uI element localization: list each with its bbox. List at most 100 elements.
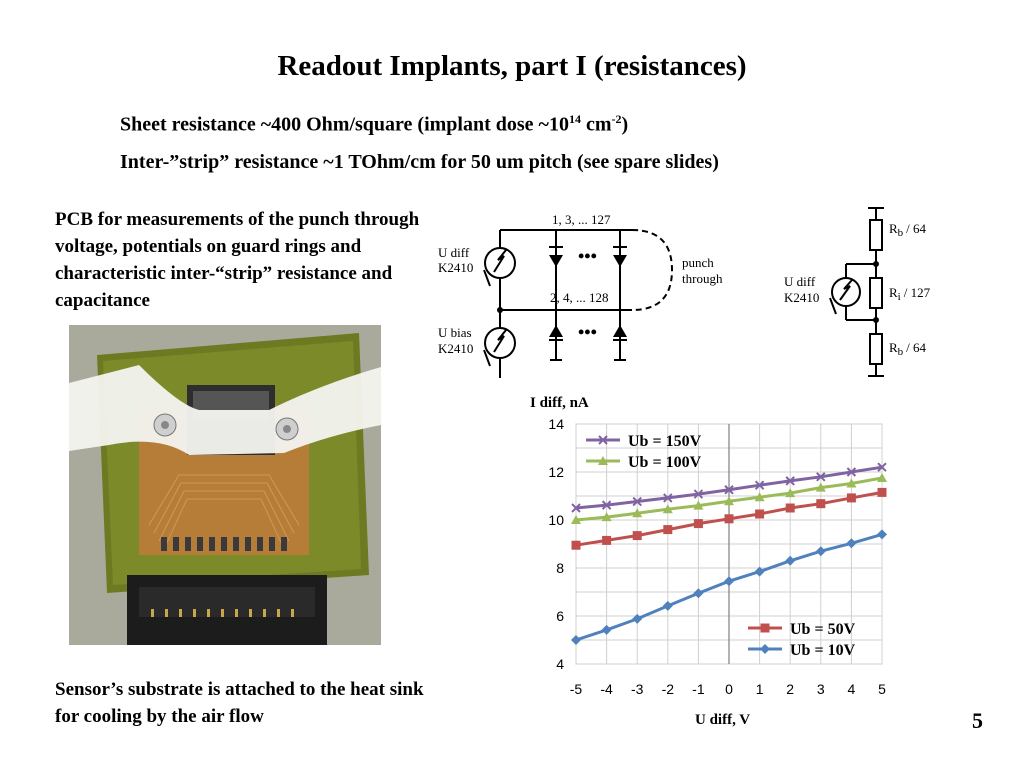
ubias-k2410-label: K2410 bbox=[438, 341, 473, 356]
x-tick-label: 0 bbox=[725, 681, 733, 697]
data-point bbox=[662, 600, 673, 611]
x-tick-label: 1 bbox=[756, 681, 764, 697]
data-point bbox=[877, 529, 887, 540]
rb-top-label: Rb/ 64 bbox=[889, 221, 927, 239]
strips-even-ellipsis: ••• bbox=[578, 322, 597, 342]
data-point bbox=[754, 492, 765, 502]
data-point bbox=[754, 566, 765, 577]
y-tick-label: 8 bbox=[556, 560, 564, 576]
data-point bbox=[632, 508, 643, 518]
x-tick-label: 2 bbox=[786, 681, 794, 697]
idiff-vs-udiff-chart: I diff, nA U diff, V 468101214-5-4-3-2-1… bbox=[530, 395, 887, 728]
page-number: 5 bbox=[972, 708, 983, 733]
legend-marker bbox=[598, 435, 608, 445]
ubias-label: U bias bbox=[438, 325, 472, 340]
x-tick-label: -3 bbox=[631, 681, 644, 697]
legend-label: Ub = 100V bbox=[628, 454, 702, 471]
ri-value: / 127 bbox=[904, 285, 931, 300]
dose-exponent: 14 bbox=[568, 112, 581, 126]
divider-k2410-label: K2410 bbox=[784, 290, 819, 305]
photo-caption: Sensor’s substrate is attached to the he… bbox=[55, 679, 424, 727]
data-point bbox=[846, 478, 857, 488]
data-point bbox=[632, 531, 642, 541]
y-tick-label: 6 bbox=[556, 608, 564, 624]
data-point bbox=[693, 489, 704, 499]
udiff-label: U diff bbox=[438, 245, 470, 260]
strips-even-label: 2, 4, ... 128 bbox=[550, 290, 609, 305]
legend-marker bbox=[760, 644, 770, 654]
data-point bbox=[663, 525, 673, 535]
rb-bottom-r: R bbox=[889, 340, 898, 355]
data-point bbox=[785, 476, 795, 486]
rb-bottom-value: / 64 bbox=[906, 340, 926, 355]
data-point bbox=[571, 540, 581, 550]
rb-bottom-sub: b bbox=[898, 346, 904, 358]
resistor-divider-circuit: U diff K2410 Rb/ 64 Ri/ 127 Rb/ 64 bbox=[784, 207, 931, 377]
slide-title: Readout Implants, part I (resistances) bbox=[277, 50, 747, 82]
rb-top-value: / 64 bbox=[906, 221, 926, 236]
data-point bbox=[693, 500, 704, 510]
udiff-k2410-label: K2410 bbox=[438, 260, 473, 275]
data-point bbox=[724, 485, 734, 495]
legend-label: Ub = 150V bbox=[628, 433, 702, 450]
rb-bottom-label: Rb/ 64 bbox=[889, 340, 927, 358]
dose-unit: cm bbox=[580, 113, 612, 136]
data-point bbox=[816, 499, 826, 509]
punch-through-circuit: 1, 3, ... 127 ••• 2, 4, ... 128 ••• U di… bbox=[438, 212, 723, 378]
chart-ylabel: I diff, nA bbox=[530, 395, 589, 411]
ri-r: R bbox=[889, 285, 898, 300]
sheet-resistance-text: Sheet resistance ~400 Ohm/square (implan… bbox=[120, 113, 569, 136]
data-point bbox=[693, 588, 704, 599]
data-point bbox=[877, 462, 887, 472]
data-point bbox=[755, 509, 765, 519]
legend-marker bbox=[598, 456, 608, 465]
data-point bbox=[877, 473, 887, 482]
close-paren: ) bbox=[621, 113, 629, 136]
data-point bbox=[754, 480, 765, 490]
strips-odd-ellipsis: ••• bbox=[578, 246, 597, 266]
data-point bbox=[724, 514, 734, 524]
data-point bbox=[724, 496, 734, 506]
x-tick-label: -1 bbox=[692, 681, 705, 697]
x-tick-label: 3 bbox=[817, 681, 825, 697]
data-point bbox=[846, 467, 857, 477]
y-tick-label: 4 bbox=[556, 656, 564, 672]
legend-marker bbox=[760, 623, 770, 633]
divider-udiff-label: U diff bbox=[784, 274, 816, 289]
x-tick-label: -2 bbox=[662, 681, 675, 697]
data-point bbox=[662, 504, 673, 514]
x-tick-label: -5 bbox=[570, 681, 583, 697]
data-point bbox=[602, 535, 612, 545]
data-point bbox=[601, 512, 612, 522]
data-point bbox=[785, 503, 795, 513]
rb-top-r: R bbox=[889, 221, 898, 236]
data-point bbox=[571, 635, 581, 645]
data-point bbox=[601, 500, 612, 510]
unit-exponent: -2 bbox=[611, 112, 622, 126]
data-point bbox=[877, 487, 887, 497]
data-point bbox=[816, 472, 826, 482]
pcb-description: PCB for measurements of the punch throug… bbox=[55, 209, 420, 311]
data-point bbox=[724, 576, 734, 587]
through-label: through bbox=[682, 271, 723, 286]
x-tick-label: -4 bbox=[600, 681, 613, 697]
chart-series bbox=[571, 462, 887, 645]
inter-strip-resistance-line: Inter-”strip” resistance ~1 TOhm/cm for … bbox=[120, 151, 719, 173]
strips-odd-label: 1, 3, ... 127 bbox=[552, 212, 611, 227]
data-point bbox=[846, 493, 856, 503]
y-tick-label: 14 bbox=[548, 416, 564, 432]
data-point bbox=[846, 538, 857, 549]
data-point bbox=[785, 488, 796, 498]
chart-xlabel: U diff, V bbox=[695, 712, 750, 728]
rb-top-sub: b bbox=[898, 227, 904, 239]
data-point bbox=[693, 519, 703, 529]
sheet-resistance-line: Sheet resistance ~400 Ohm/square (implan… bbox=[120, 112, 628, 137]
pcb-photo bbox=[69, 325, 381, 645]
y-tick-label: 10 bbox=[548, 512, 564, 528]
data-point bbox=[785, 555, 796, 566]
legend-label: Ub = 50V bbox=[790, 621, 856, 638]
data-point bbox=[601, 624, 612, 635]
punch-label: punch bbox=[682, 255, 714, 270]
